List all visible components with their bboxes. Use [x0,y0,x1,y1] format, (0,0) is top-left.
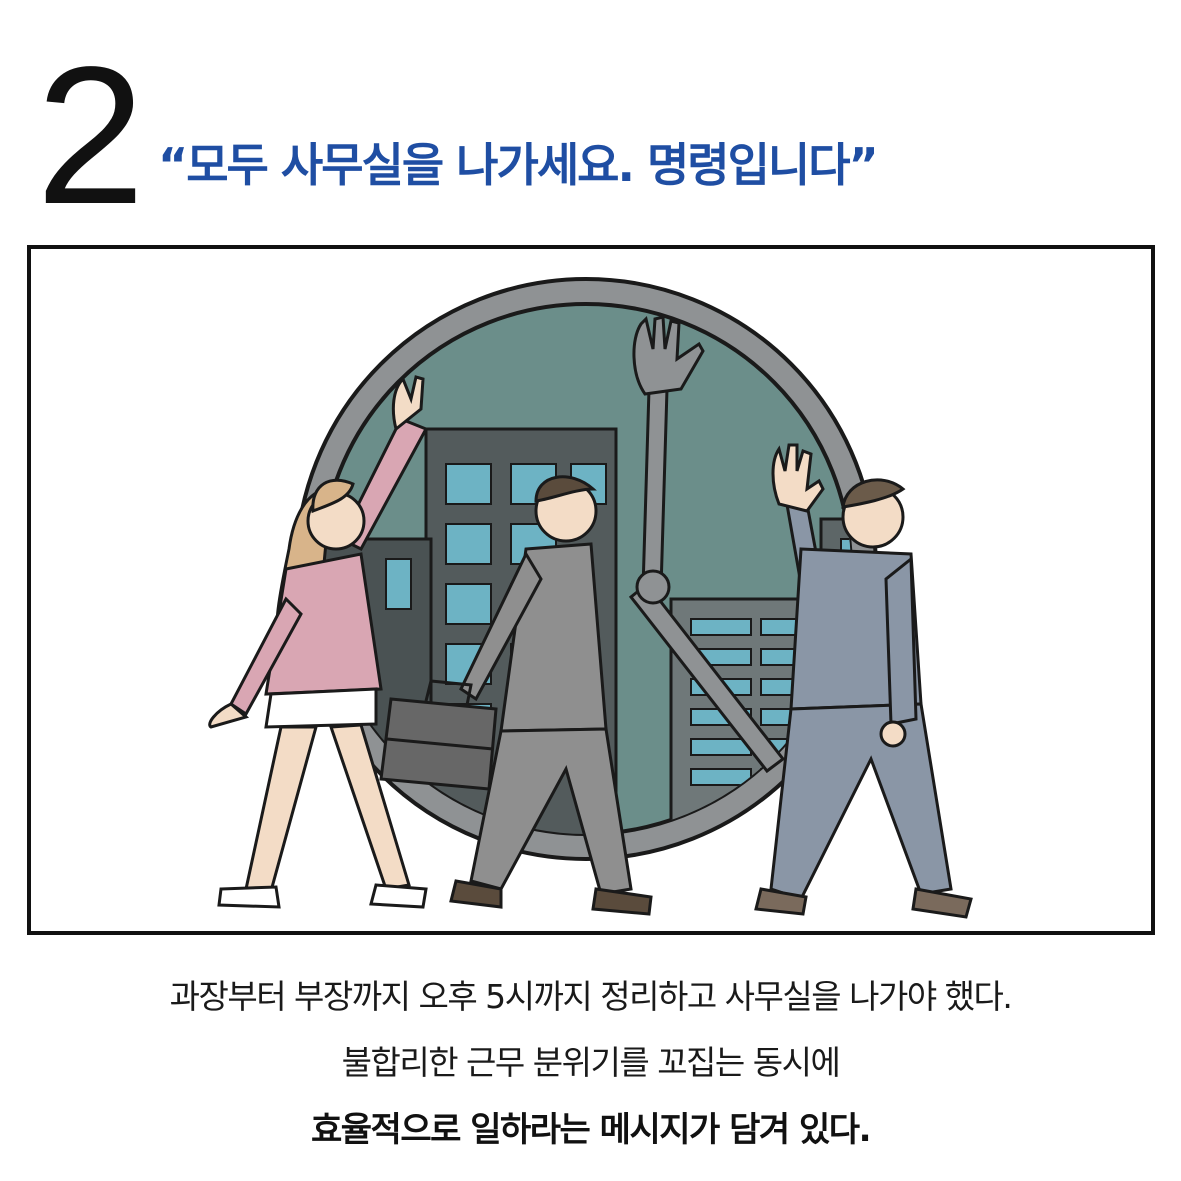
woman-figure [208,375,429,909]
man-briefcase-figure [379,475,653,916]
illustration-frame [27,245,1155,935]
caption-line-2: 불합리한 근무 분위기를 꼬집는 동시에 [341,1043,841,1082]
step-number: 2 [36,26,146,245]
caption-line-1: 과장부터 부장까지 오후 5시까지 정리하고 사무실을 나가야 했다. [169,977,1013,1016]
headline-quote: “모두 사무실을 나가세요. 명령입니다” [158,138,879,192]
office-leaving-illustration [208,277,973,919]
caption-line-3: 효율적으로 일하라는 메시지가 담겨 있다. [310,1110,872,1150]
clock-hands [628,315,786,774]
man-waving-figure [754,443,973,919]
